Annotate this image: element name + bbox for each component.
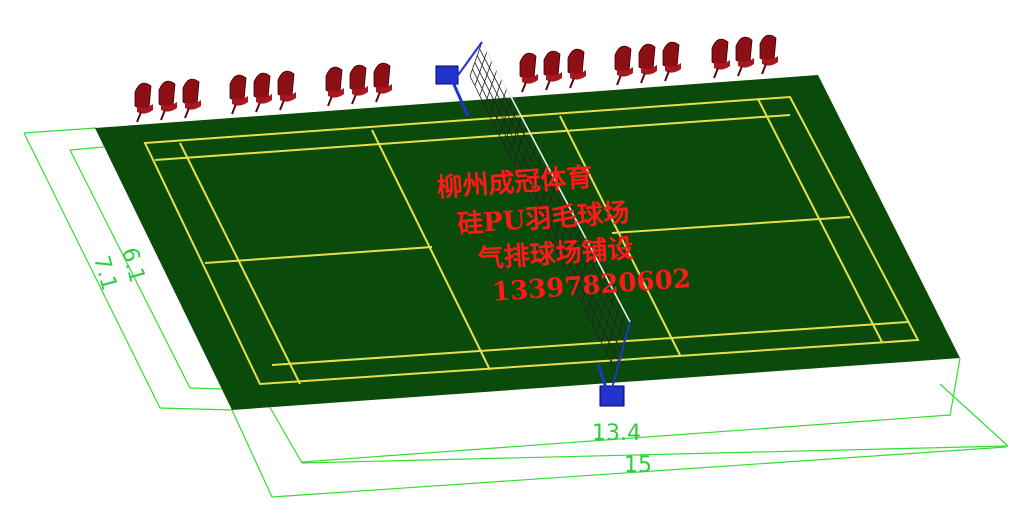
chair-icon: [614, 45, 633, 86]
spectator-chairs: [134, 34, 778, 123]
chair-icon: [182, 78, 201, 119]
dimension-lines: [23, 127, 1009, 498]
court-surface: [95, 75, 960, 410]
chair-icon: [519, 52, 538, 93]
net-post-near: [596, 321, 631, 407]
chair-icon: [711, 38, 730, 79]
chair-icon: [638, 43, 657, 84]
chair-icon: [543, 50, 562, 91]
chair-icon: [373, 62, 392, 103]
chair-icon: [759, 34, 778, 75]
chair-icon: [662, 41, 681, 82]
dim-length-outer: 15: [624, 453, 652, 478]
chair-icon: [567, 48, 586, 89]
chair-icon: [349, 64, 368, 105]
badminton-net: [469, 41, 631, 373]
court-lines: [143, 95, 920, 386]
chair-icon: [253, 72, 272, 113]
chair-icon: [158, 80, 177, 121]
dim-length-inner: 13.4: [592, 421, 641, 446]
net-post-far: [435, 41, 483, 117]
chair-icon: [325, 66, 344, 107]
chair-icon: [229, 74, 248, 115]
dim-width-outer: 7.1: [88, 253, 121, 293]
dim-width-inner: 6.1: [116, 245, 149, 285]
chair-icon: [277, 70, 296, 111]
chair-icon: [134, 82, 153, 123]
chair-icon: [735, 36, 754, 77]
